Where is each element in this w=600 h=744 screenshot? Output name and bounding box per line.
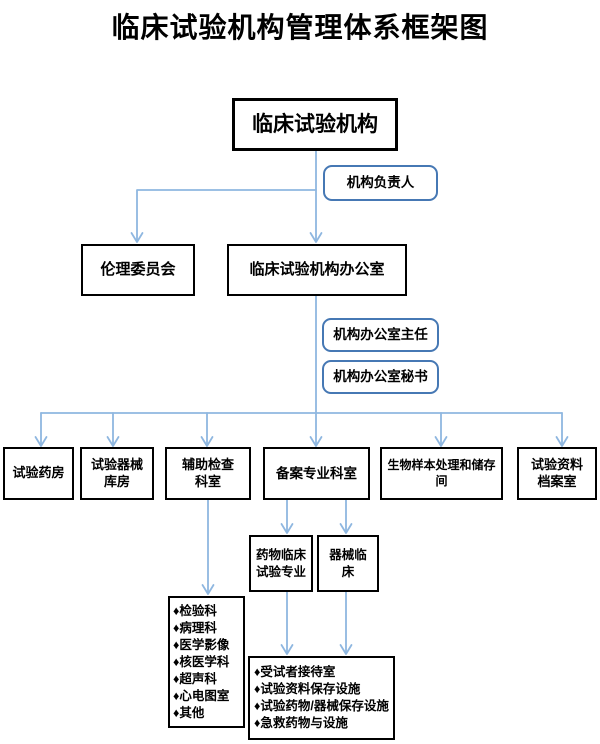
node-office-director: 机构办公室主任 [322,318,439,352]
list-item: ♦试验资料保存设施 [254,682,361,696]
list-item: ♦受试者接待室 [254,665,336,679]
node-device-warehouse: 试验器械 库房 [80,447,154,500]
list-item: ♦核医学科 [173,654,230,669]
node-trial-pharmacy: 试验药房 [3,447,74,500]
node-institution-head: 机构负责人 [323,165,438,201]
node-ethics-committee: 伦理委员会 [81,244,195,296]
aux-departments-list: ♦检验科 ♦病理科 ♦医学影像 ♦核医学科 ♦超声科 ♦心电图室 ♦其他 [168,596,245,728]
node-auxiliary-exam-dept: 辅助检查 科室 [165,447,251,500]
node-drug-trial-specialty: 药物临床 试验专业 [249,535,313,592]
node-biosample-storage: 生物样本处理和储存间 [380,447,503,500]
list-item: ♦心电图室 [173,688,230,703]
list-item: ♦病理科 [173,620,217,635]
list-item: ♦急救药物与设施 [254,716,348,730]
list-item: ♦试验药物/器械保存设施 [254,699,389,713]
node-trial-archive: 试验资料 档案室 [517,447,597,500]
list-item: ♦医学影像 [173,637,230,652]
list-item: ♦检验科 [173,603,217,618]
facilities-list: ♦受试者接待室 ♦试验资料保存设施 ♦试验药物/器械保存设施 ♦急救药物与设施 [248,656,395,740]
node-device-trial: 器械临 床 [317,535,379,592]
node-institution-office: 临床试验机构办公室 [227,244,407,296]
page-title: 临床试验机构管理体系框架图 [111,12,489,43]
list-item: ♦其他 [173,705,205,720]
node-office-secretary: 机构办公室秘书 [322,360,439,394]
node-clinical-trial-institution: 临床试验机构 [232,98,398,151]
list-item: ♦超声科 [173,671,217,686]
node-filed-specialty-dept: 备案专业科室 [263,447,370,500]
